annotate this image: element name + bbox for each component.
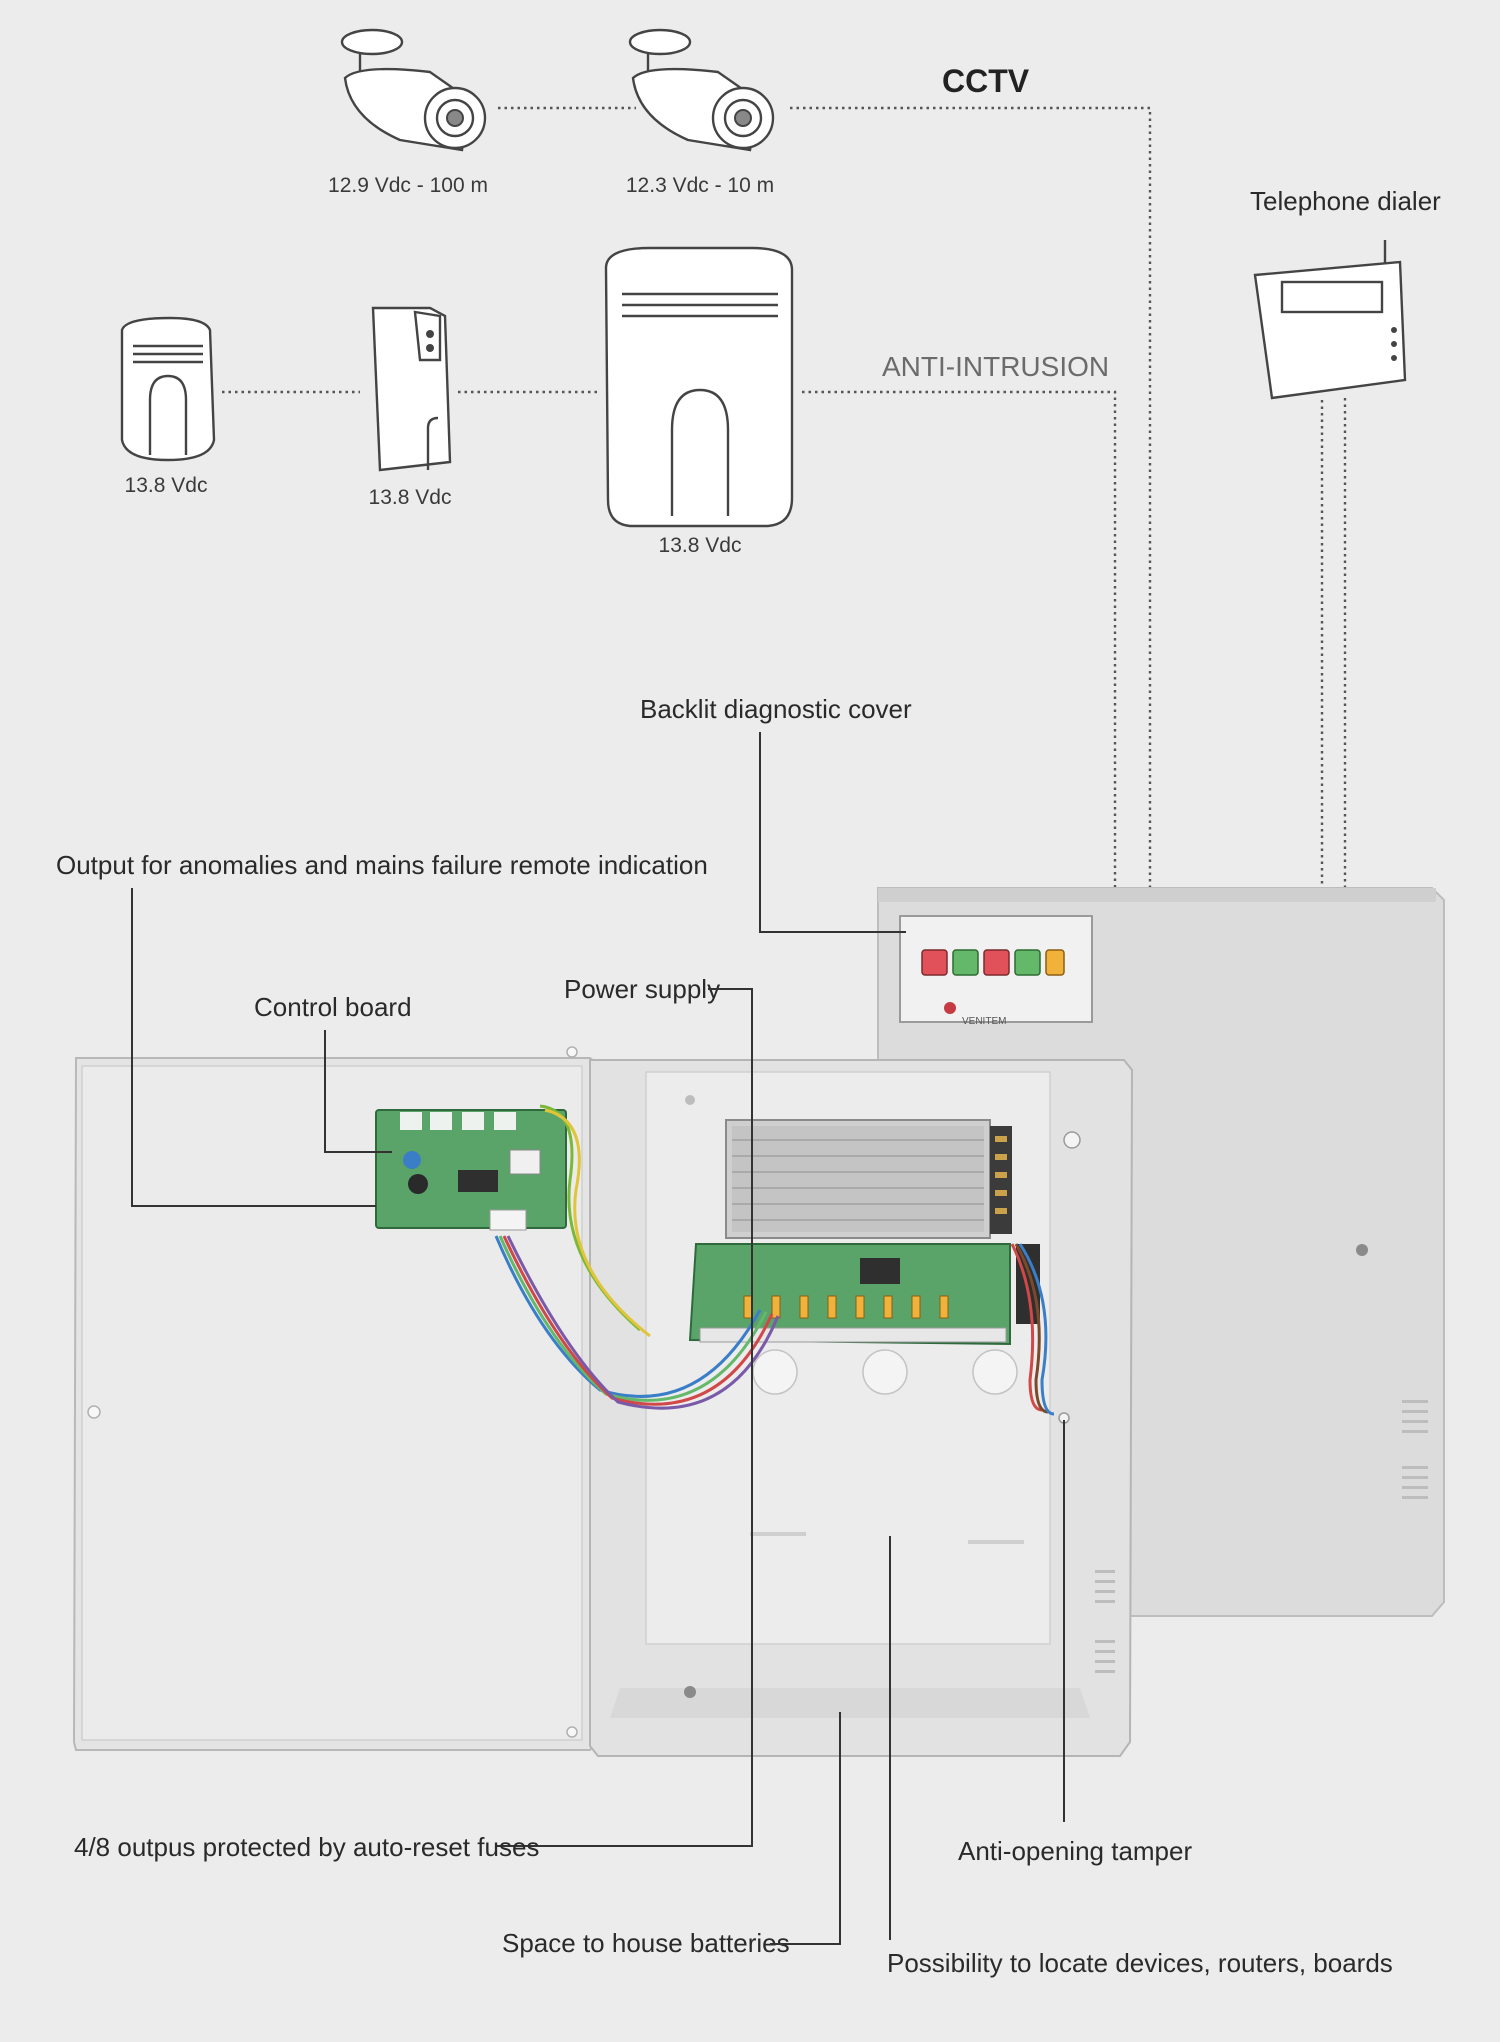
callouts: Backlit diagnostic cover Output for anom… bbox=[56, 694, 1393, 1978]
siren-voltage-label: 13.8 Vdc bbox=[659, 534, 742, 557]
output-fuse-board bbox=[688, 1243, 1040, 1346]
power-supply-module bbox=[725, 1119, 1012, 1239]
diagnostic-led-red-2 bbox=[983, 949, 1010, 976]
output-anomalies-label: Output for anomalies and mains failure r… bbox=[56, 850, 708, 880]
cctv-camera-2: 12.3 Vdc - 10 m bbox=[626, 28, 775, 197]
telephone-dialer: Telephone dialer bbox=[1250, 186, 1441, 400]
backlit-diagnostic-cover: VENITEM bbox=[899, 915, 1093, 1027]
diagnostic-led-warning bbox=[1045, 949, 1065, 976]
tamper-switch bbox=[1058, 1131, 1081, 1424]
outputs-fuses-label: 4/8 outpus protected by auto-reset fuses bbox=[74, 1832, 539, 1862]
dialer-label: Telephone dialer bbox=[1250, 186, 1441, 216]
door-contact-detector-2: 13.8 Vdc bbox=[369, 306, 452, 509]
outdoor-siren: 13.8 Vdc bbox=[604, 246, 794, 557]
control-board-label: Control board bbox=[254, 992, 412, 1022]
cctv-group-label: CCTV bbox=[942, 63, 1030, 99]
wiring bbox=[494, 1104, 1055, 1416]
camera-2-voltage-label: 12.3 Vdc - 10 m bbox=[626, 174, 774, 197]
anti-intrusion-group-label: ANTI-INTRUSION bbox=[882, 351, 1109, 382]
power-supply-label: Power supply bbox=[564, 974, 720, 1004]
pir-detector-1: 13.8 Vdc bbox=[120, 316, 216, 497]
connection-lines bbox=[222, 106, 1347, 888]
control-board bbox=[375, 1109, 567, 1231]
cctv-camera-1: 12.9 Vdc - 100 m bbox=[328, 28, 488, 197]
anti-opening-tamper-label: Anti-opening tamper bbox=[958, 1836, 1192, 1866]
open-door bbox=[72, 1046, 602, 1751]
detector-1-voltage-label: 13.8 Vdc bbox=[125, 474, 208, 497]
backlit-diagnostic-cover-label: Backlit diagnostic cover bbox=[640, 694, 912, 724]
diagnostic-led-red-1 bbox=[921, 949, 948, 976]
camera-1-voltage-label: 12.9 Vdc - 100 m bbox=[328, 174, 488, 197]
detector-2-voltage-label: 13.8 Vdc bbox=[369, 486, 452, 509]
diagnostic-led-green-2 bbox=[1014, 949, 1041, 976]
brand-name: VENITEM bbox=[962, 1016, 1006, 1027]
diagnostic-led-green-1 bbox=[952, 949, 979, 976]
brand-logo bbox=[944, 1002, 956, 1014]
battery-space-label: Space to house batteries bbox=[502, 1928, 790, 1958]
devices-space-label: Possibility to locate devices, routers, … bbox=[887, 1948, 1393, 1978]
